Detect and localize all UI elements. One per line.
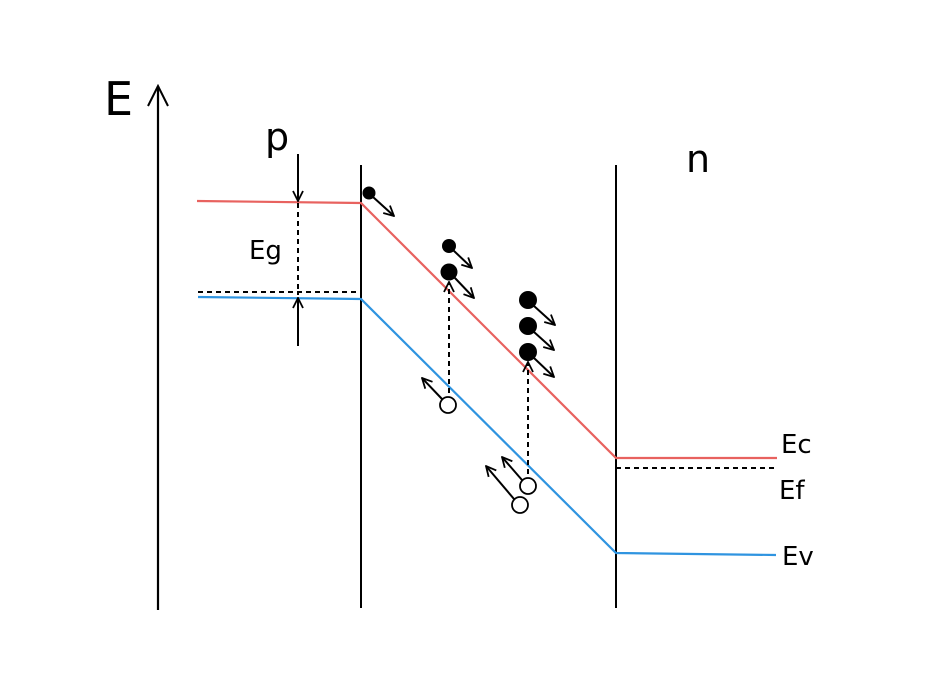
electron (362, 186, 395, 217)
valence-band-line (197, 295, 777, 557)
excitation-arrows (449, 282, 528, 474)
band-gap-label: Eg (249, 236, 282, 266)
hole (422, 378, 457, 414)
electron (519, 343, 554, 377)
conduction-band-label: Ec (781, 430, 812, 460)
electron (519, 291, 555, 325)
p-region-label: p (265, 115, 290, 159)
valence-band-label: Ev (782, 542, 814, 572)
energy-axis-label: E (104, 72, 134, 126)
hole (502, 457, 537, 495)
n-region-label: n (686, 137, 711, 181)
conduction-band-line (196, 199, 777, 460)
electron (442, 239, 472, 268)
electron (519, 317, 554, 350)
holes (422, 378, 537, 514)
hole (486, 466, 529, 514)
electron (440, 263, 475, 299)
fermi-level-label: Ef (779, 476, 805, 506)
electrons (362, 186, 556, 378)
